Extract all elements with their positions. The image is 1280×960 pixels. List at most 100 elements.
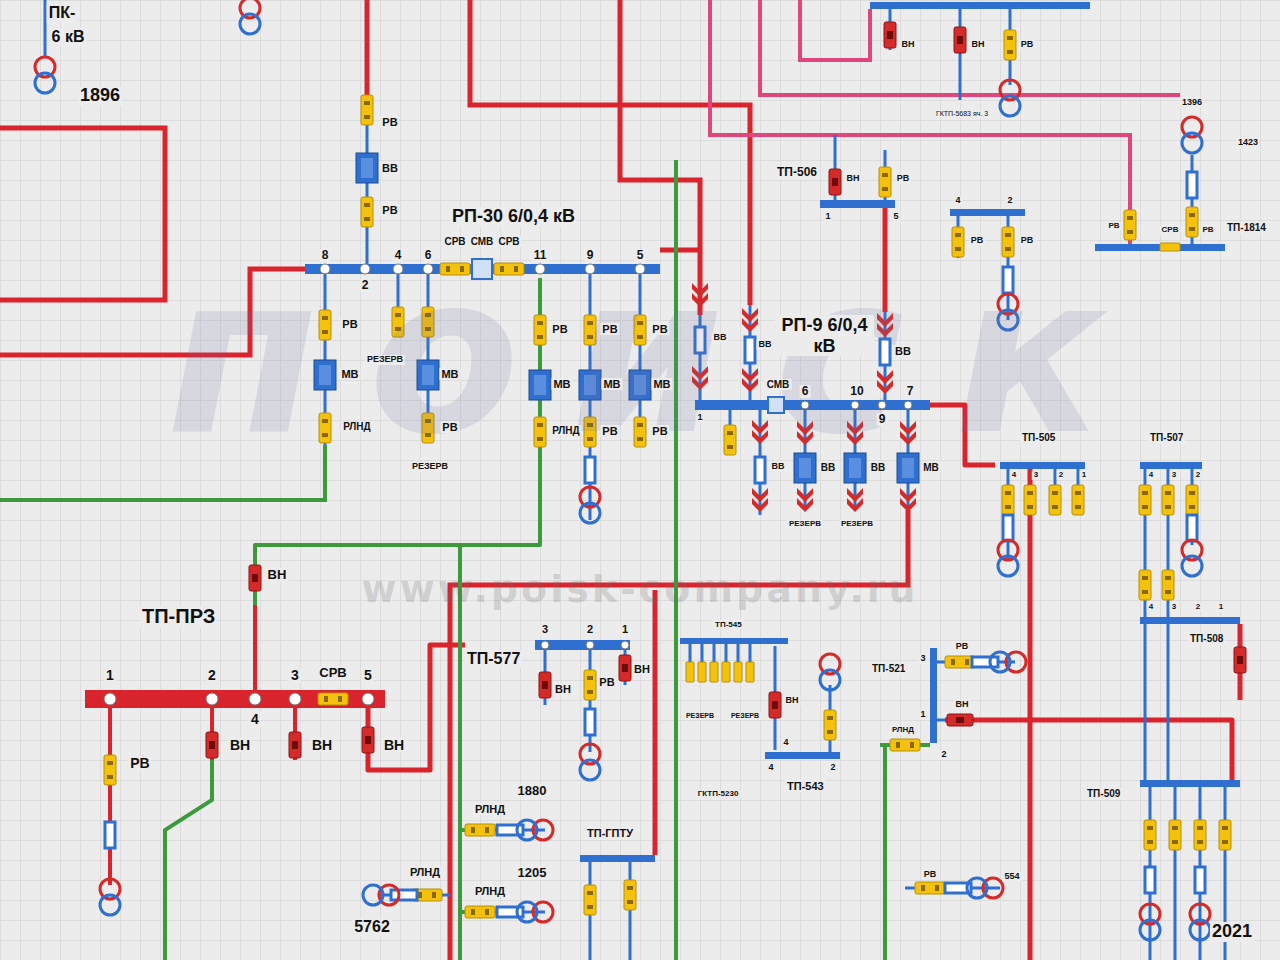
callout-label: РВ bbox=[380, 204, 399, 216]
fuse-symbol bbox=[585, 709, 595, 735]
callout-label: ПК- bbox=[47, 4, 78, 22]
fuse-symbol bbox=[972, 657, 998, 667]
green-cable bbox=[880, 745, 930, 960]
load-switch-symbol bbox=[947, 714, 973, 726]
callout-label: 6 кВ bbox=[50, 28, 87, 46]
bus-title: ТП-505 bbox=[1020, 432, 1057, 444]
callout-label: 6 bbox=[800, 385, 811, 398]
callout-label: ВВ bbox=[869, 462, 887, 473]
bus-junction bbox=[249, 693, 261, 705]
feeder-line bbox=[905, 662, 1015, 888]
bus-junction bbox=[423, 264, 433, 274]
callout-label: РЛНД bbox=[473, 885, 507, 897]
callout-label: МВ bbox=[339, 368, 360, 380]
bus-bar bbox=[535, 640, 630, 650]
breaker-symbol bbox=[356, 153, 378, 183]
feeder-line bbox=[45, 0, 1225, 960]
substation-bus: ТП-ПРЗ bbox=[80, 605, 385, 708]
callout-label: РЕЗЕРВ bbox=[410, 462, 450, 472]
cable-end-symbol bbox=[752, 488, 768, 512]
bus-bar bbox=[680, 638, 788, 644]
callout-label: ВВ bbox=[770, 462, 787, 472]
disconnector-symbol bbox=[1124, 210, 1136, 240]
disconnector-symbol bbox=[1162, 570, 1174, 600]
callout-label: 1 bbox=[620, 623, 630, 635]
callout-label: МВ bbox=[551, 378, 572, 390]
disconnector-symbol bbox=[915, 882, 945, 894]
sectional-breaker-symbol bbox=[768, 397, 784, 413]
bus-junction bbox=[362, 693, 374, 705]
disconnector-symbol bbox=[1139, 485, 1151, 515]
load-switch-symbol bbox=[769, 692, 781, 718]
callout-label: РЛНД bbox=[550, 425, 581, 436]
callout-label: 9 bbox=[585, 249, 596, 262]
callout-label: РВ bbox=[895, 174, 912, 184]
green-cable bbox=[460, 830, 470, 912]
load-switch-symbol bbox=[362, 727, 374, 753]
transformer-symbol bbox=[580, 744, 600, 780]
bus-junction bbox=[289, 693, 301, 705]
callout-label: СМВ bbox=[765, 379, 792, 390]
red-cable bbox=[1028, 469, 1033, 960]
red-cable bbox=[0, 0, 1240, 960]
feeder-line bbox=[110, 605, 295, 885]
callout-label: 2 bbox=[1057, 471, 1065, 480]
callout-label: 1 bbox=[104, 668, 116, 683]
load-switch-symbol bbox=[206, 732, 218, 758]
bus-title: РП-9 6/0,4 кВ bbox=[775, 315, 874, 356]
callout-label: СРВ bbox=[442, 236, 467, 247]
bus-bar bbox=[580, 855, 655, 862]
callout-label: 6 bbox=[423, 249, 434, 262]
transformer-symbol bbox=[35, 57, 55, 93]
bus-junction bbox=[586, 641, 594, 649]
bus-bar bbox=[870, 2, 1090, 9]
bus-title: ТП-507 bbox=[1148, 432, 1185, 444]
callout-label: 554 bbox=[1002, 872, 1021, 882]
callout-label: СМВ bbox=[469, 236, 496, 247]
callout-label: РВ bbox=[597, 676, 616, 688]
substation-bus: ТП-506 bbox=[775, 166, 895, 208]
disconnector-symbol bbox=[698, 662, 706, 682]
pink-cable bbox=[710, 0, 1180, 244]
cable-end-symbol bbox=[900, 488, 916, 512]
bus-bar bbox=[765, 752, 840, 759]
bus-title: ТП-577 bbox=[465, 650, 522, 668]
callout-label: РВ bbox=[1200, 226, 1215, 235]
bus-junction bbox=[801, 401, 809, 409]
pink-cable bbox=[800, 0, 870, 60]
callout-label: ВН bbox=[784, 696, 801, 706]
load-switch-symbol bbox=[289, 732, 301, 758]
callout-label: РВ bbox=[128, 756, 151, 771]
red-cable bbox=[653, 590, 658, 855]
callout-label: СРВ bbox=[317, 666, 348, 680]
bus-junction bbox=[360, 264, 370, 274]
disconnector-symbol bbox=[1024, 485, 1036, 515]
callout-label: ВН bbox=[553, 683, 573, 695]
callout-label: 5762 bbox=[352, 918, 392, 936]
bus-title: ТП-508 bbox=[1188, 633, 1225, 645]
callout-label: РВ bbox=[1106, 222, 1121, 231]
callout-label: ВН bbox=[845, 174, 862, 184]
callout-label: ВН bbox=[954, 700, 971, 710]
callout-label: 2 bbox=[939, 750, 948, 760]
callout-label: МВ bbox=[921, 462, 941, 473]
callout-label: РВ bbox=[340, 318, 359, 330]
disconnector-symbol bbox=[318, 693, 348, 705]
bus-title: ТП-543 bbox=[785, 780, 826, 793]
bus-junction bbox=[104, 693, 116, 705]
callout-label: 3 bbox=[1170, 471, 1178, 480]
callout-label: 5 bbox=[891, 212, 900, 222]
disconnector-symbol bbox=[890, 739, 920, 751]
load-switch-symbol bbox=[1234, 647, 1246, 673]
transformer-symbol bbox=[1000, 80, 1020, 116]
callout-label: ГКТП-5230 bbox=[696, 790, 741, 799]
bus-junction bbox=[104, 264, 912, 705]
disconnector-symbol bbox=[1162, 485, 1174, 515]
bus-bar bbox=[1000, 462, 1085, 469]
transformer-symbol bbox=[1182, 540, 1202, 576]
callout-label: РЛНД bbox=[408, 866, 442, 878]
callout-label: РВ bbox=[954, 642, 971, 652]
disconnector-symbol bbox=[465, 906, 495, 918]
callout-label: 2 bbox=[1194, 471, 1202, 480]
bus-junction bbox=[393, 264, 403, 274]
